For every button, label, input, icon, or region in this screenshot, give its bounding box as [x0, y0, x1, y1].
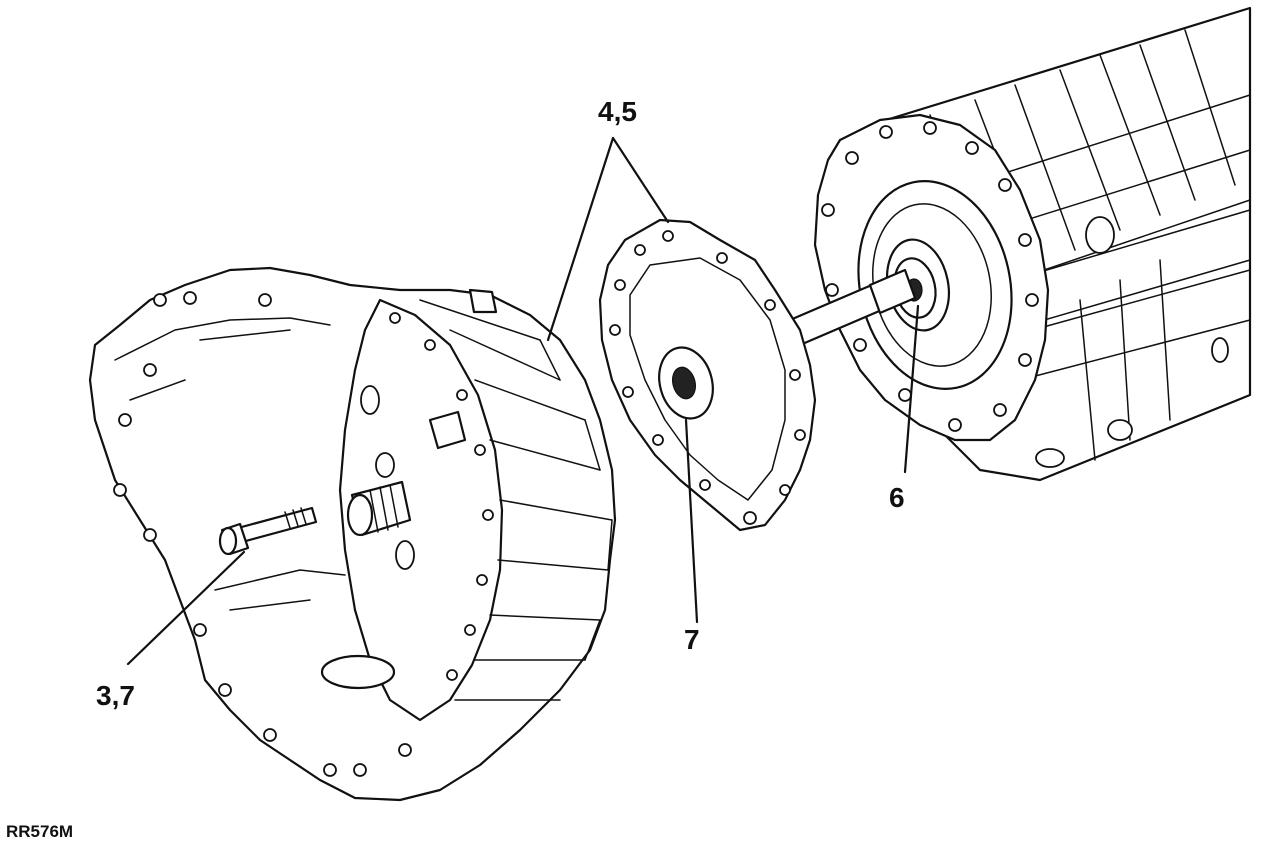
callout-washer: 7: [684, 624, 700, 655]
bolt: [218, 506, 318, 556]
washer: [658, 346, 714, 420]
callout-bolt: 3,7: [96, 680, 135, 711]
gearbox: [813, 6, 1252, 482]
bell-housing: [88, 266, 617, 802]
leader-lines: [126, 136, 920, 666]
callout-gasket: 4,5: [598, 96, 637, 127]
callout-shaft-seal: 6: [889, 482, 905, 513]
reference-code: RR576M: [6, 822, 74, 841]
